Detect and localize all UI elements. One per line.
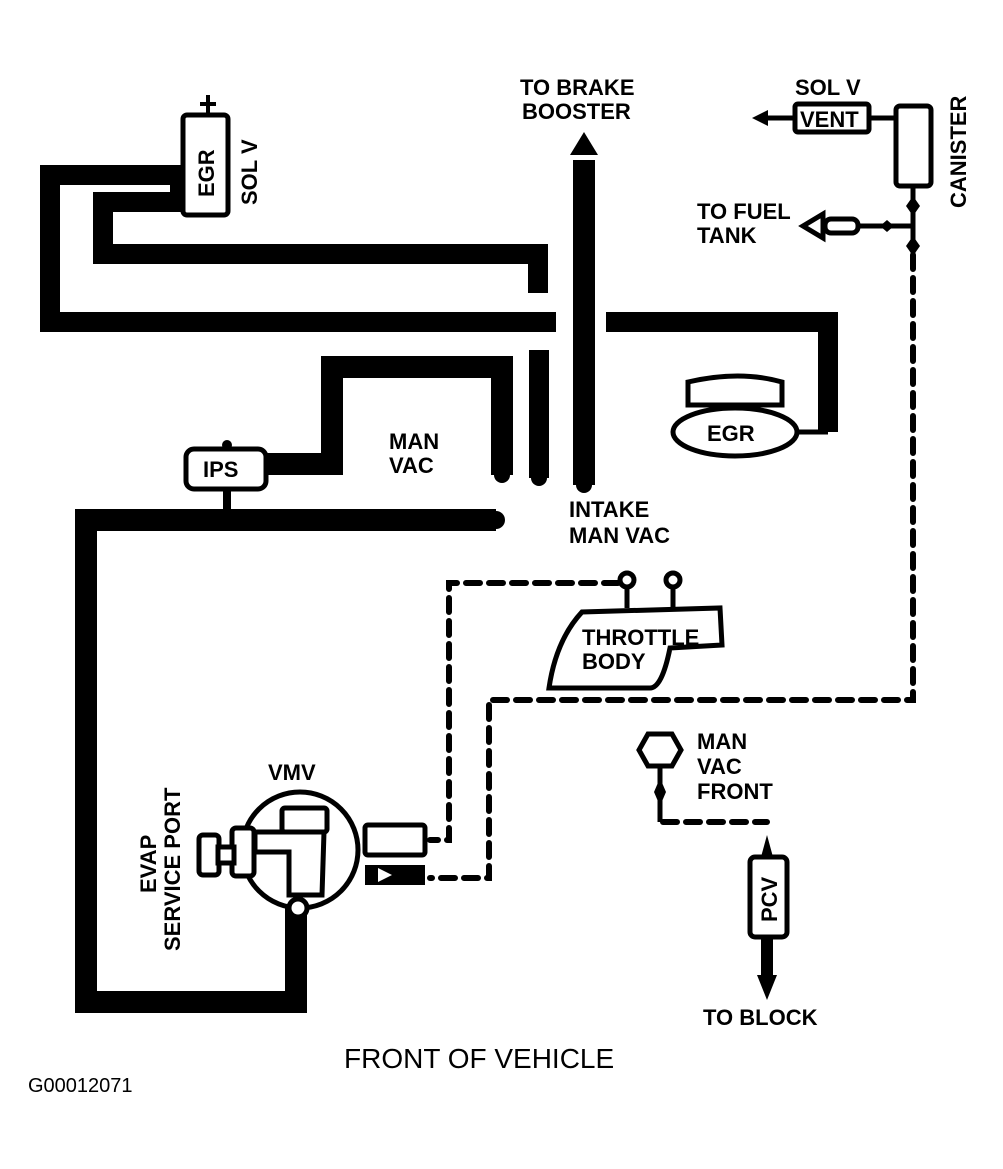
pcv: PCV TO BLOCK <box>703 835 818 1030</box>
egr-valve-label: EGR <box>707 421 755 446</box>
man-vac-line1: MAN <box>389 429 439 454</box>
egr-valve: EGR <box>670 373 828 459</box>
to-fuel-tank: TO FUEL TANK <box>697 199 913 248</box>
hose-end <box>487 511 505 529</box>
hose-end <box>576 477 592 493</box>
man-vac-front-line3: FRONT <box>697 779 773 804</box>
canister: CANISTER <box>893 95 971 256</box>
man-vac-line2: VAC <box>389 453 434 478</box>
throttle-body-line2: BODY <box>582 649 646 674</box>
throttle-body: THROTTLE BODY <box>546 570 725 691</box>
ips-label: IPS <box>203 457 238 482</box>
to-fuel-tank-line2: TANK <box>697 223 757 248</box>
brake-booster-arrow: TO BRAKE BOOSTER <box>520 75 635 155</box>
hose-egr-sol-outer-right <box>606 312 838 432</box>
man-vac-front: MAN VAC FRONT <box>636 729 773 822</box>
hose-egr-sol-inner <box>93 192 548 293</box>
sol-v-vent: SOL V VENT <box>752 75 895 135</box>
egr-sol-v: EGR SOL V <box>170 95 262 218</box>
hose-end <box>494 467 510 483</box>
vmv: VMV EVAP SERVICE PORT <box>136 760 428 951</box>
hose-canister-vmv <box>427 252 916 881</box>
pcv-label: PCV <box>757 876 782 922</box>
canister-label: CANISTER <box>946 95 971 208</box>
figure-id: G00012071 <box>28 1075 133 1097</box>
egr-sol-v-side-label: SOL V <box>237 139 262 205</box>
vmv-label: VMV <box>268 760 316 785</box>
man-vac-front-line1: MAN <box>697 729 747 754</box>
intake-man-vac-line2: MAN VAC <box>569 523 670 548</box>
hose-ips-vmv <box>75 509 496 1013</box>
throttle-body-line1: THROTTLE <box>582 625 699 650</box>
evap-service-port-line1: EVAP <box>136 835 161 893</box>
hose-egr-sol-outer <box>40 165 556 332</box>
front-of-vehicle-caption: FRONT OF VEHICLE <box>344 1043 614 1074</box>
egr-sol-v-label: EGR <box>194 149 219 197</box>
intake-man-vac-line1: INTAKE <box>569 497 649 522</box>
to-block-label: TO BLOCK <box>703 1005 818 1030</box>
man-vac-front-line2: VAC <box>697 754 742 779</box>
hose-throttle-vmv <box>427 580 621 843</box>
evap-service-port-line2: SERVICE PORT <box>160 787 185 951</box>
to-fuel-tank-line1: TO FUEL <box>697 199 791 224</box>
sol-v-vent-top-label: SOL V <box>795 75 861 100</box>
hose-ips-man-vac <box>262 356 513 475</box>
hose-end <box>531 470 547 486</box>
sol-v-vent-box-label: VENT <box>800 107 859 132</box>
to-brake-booster-line2: BOOSTER <box>522 99 631 124</box>
to-brake-booster-line1: TO BRAKE <box>520 75 635 100</box>
ips: IPS <box>183 440 269 492</box>
